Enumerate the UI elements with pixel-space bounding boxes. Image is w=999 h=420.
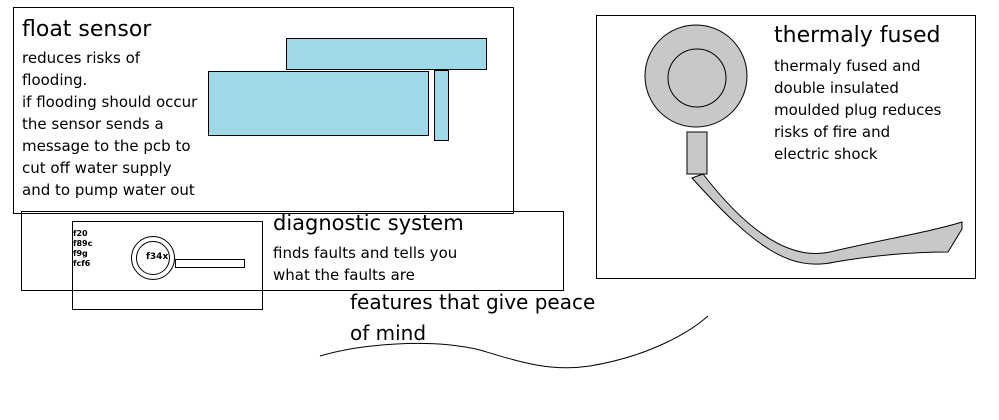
diagnostic-inner-panel: [72, 221, 263, 310]
fault-code: fcf6: [73, 259, 91, 268]
fault-code: f9g: [73, 249, 88, 258]
diagnostic-line: finds faults and tells you: [273, 244, 458, 262]
fault-code-list: f20 f89c f9g fcf6: [73, 229, 92, 269]
float-sensor-rod: [434, 70, 449, 141]
float-sensor-line: cut off water supply: [22, 159, 172, 177]
float-sensor-description: reduces risks of flooding. if flooding s…: [22, 47, 197, 201]
float-sensor-line: reduces risks of: [22, 49, 141, 67]
thermal-fuse-description: thermaly fused and double insulated moul…: [774, 55, 941, 165]
magnifier-outer-ring-icon: [131, 236, 175, 280]
float-sensor-line: if flooding should occur: [22, 93, 198, 111]
float-sensor-top-block: [286, 38, 487, 70]
decorative-wave-icon: [319, 315, 709, 369]
float-sensor-main-block: [208, 71, 429, 136]
caption-line: of mind: [350, 321, 427, 345]
float-sensor-line: the sensor sends a: [22, 115, 164, 133]
thermal-fuse-title: thermaly fused: [774, 23, 941, 48]
diagnostic-line: what the faults are: [273, 266, 415, 284]
diagnostic-title: diagnostic system: [273, 211, 464, 235]
float-sensor-line: flooding.: [22, 71, 88, 89]
float-sensor-line: and to pump water out: [22, 181, 195, 199]
caption: features that give peace of mind: [350, 287, 595, 349]
diagnostic-description: finds faults and tells you what the faul…: [273, 242, 457, 286]
plug-neck-icon: [686, 131, 708, 175]
thermal-fuse-line: electric shock: [774, 145, 878, 163]
diagnostic-outer-panel: [21, 211, 564, 291]
fault-code: f89c: [73, 239, 93, 248]
caption-line: features that give peace: [350, 290, 596, 314]
thermal-fuse-line: moulded plug reduces: [774, 101, 942, 119]
plug-outer-circle-icon: [644, 24, 748, 128]
thermal-fuse-line: thermaly fused and: [774, 57, 921, 75]
magnifier-handle-icon: [175, 259, 245, 268]
plug-cable-icon: [691, 173, 963, 265]
magnifier-inner-ring-icon: [136, 241, 170, 275]
magnifier-label: f34x: [146, 252, 169, 262]
float-sensor-title: float sensor: [22, 17, 152, 42]
thermal-fuse-line: double insulated: [774, 79, 899, 97]
plug-inner-circle-icon: [667, 48, 727, 108]
float-sensor-line: message to the pcb to: [22, 137, 191, 155]
fault-code: f20: [73, 229, 88, 238]
thermal-fuse-line: risks of fire and: [774, 123, 891, 141]
